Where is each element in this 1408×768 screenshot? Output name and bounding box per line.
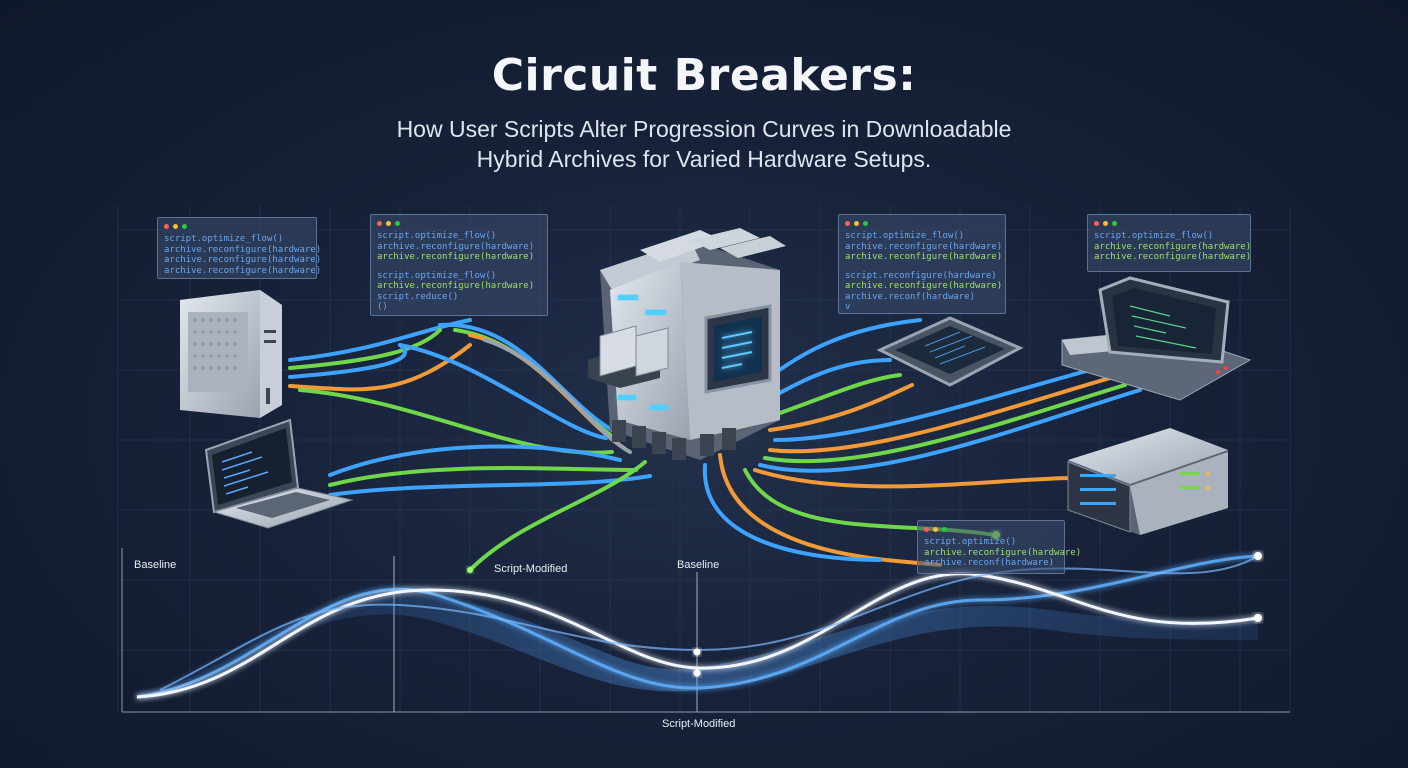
cables-left: [288, 318, 652, 572]
progression-chart: [121, 531, 1290, 713]
window-dots-icon: [377, 219, 541, 227]
rack-server-icon: [1067, 428, 1228, 535]
code-panel-2: script.optimize_flow() archive.reconfigu…: [370, 214, 548, 316]
page-subtitle: How User Scripts Alter Progression Curve…: [0, 114, 1408, 174]
code-line: script.optimize_flow(): [164, 234, 284, 244]
code-line: archive.reconfigure(hardware): [377, 241, 535, 252]
code-line: archive.reconfigure(hardware): [845, 252, 1003, 262]
curve-secondary: [159, 555, 1259, 691]
script-modified-label-mid: Script-Modified: [494, 563, 568, 575]
code-line: archive.reconfigure(hardware): [845, 241, 1003, 252]
tower-pc-icon: [180, 290, 282, 418]
curve-point: [693, 648, 701, 656]
code-line: archive.reconfigure(hardware): [845, 281, 1003, 291]
code-line: script.optimize_flow(): [845, 231, 965, 241]
code-panel-3: script.optimize_flow() archive.reconfigu…: [838, 214, 1006, 314]
code-line: script.optimize_flow(): [377, 231, 497, 241]
code-line: script.optimize_flow(): [1094, 231, 1214, 241]
curve-endpoint: [1254, 552, 1262, 560]
code-line: script.optimize_flow(): [377, 270, 497, 281]
subtitle-line-1: How User Scripts Alter Progression Curve…: [396, 116, 1012, 142]
window-dots-icon: [1094, 219, 1244, 227]
code-line: script.reconfigure(hardware): [845, 270, 997, 281]
window-dots-icon: [924, 525, 1058, 533]
code-line: archive.reconfigure(hardware): [377, 252, 535, 262]
window-dots-icon: [845, 219, 999, 227]
curve-endpoint: [1254, 614, 1262, 622]
curve-ribbon: [137, 594, 1258, 700]
tablet-dock-icon: [1061, 276, 1252, 401]
curve-white: [136, 572, 1259, 699]
code-line: (): [377, 302, 388, 312]
code-line: archive.reconfigure(hardware): [1094, 252, 1252, 262]
code-panel-1: script.optimize_flow() archive.reconfigu…: [157, 217, 322, 279]
code-line: archive.reconfigure(hardware): [164, 244, 322, 255]
baseline-label-mid: Baseline: [677, 559, 720, 571]
cables-right: [702, 318, 1142, 567]
subtitle-line-2: Hybrid Archives for Varied Hardware Setu…: [476, 146, 932, 172]
page-title: Circuit Breakers:: [491, 50, 917, 101]
circuit-breaker-icon: [588, 228, 786, 460]
code-line: script.reduce(): [377, 291, 459, 302]
curve-blue-glow: [136, 554, 1259, 699]
script-modified-axis-label: Script-Modified: [662, 718, 736, 730]
code-line: archive.reconfigure(hardware): [377, 281, 535, 291]
code-panel-5: script.optimize() archive.reconfigure(ha…: [917, 520, 1082, 574]
cable-end-glow: [467, 567, 473, 573]
curve-point: [693, 669, 701, 677]
code-panel-4: script.optimize_flow() archive.reconfigu…: [1087, 214, 1251, 272]
baseline-label-left: Baseline: [134, 559, 177, 571]
code-line: v: [845, 302, 851, 312]
code-line: archive.reconfigure(hardware): [164, 255, 322, 265]
code-line: archive.reconfigure(hardware): [924, 547, 1082, 558]
code-line: script.optimize(): [924, 537, 1017, 547]
tablet-icon: [876, 316, 1024, 387]
laptop-icon: [204, 418, 354, 529]
code-line: archive.reconf(hardware): [845, 291, 976, 302]
code-line: archive.reconf(hardware): [924, 558, 1055, 568]
code-line: archive.reconfigure(hardware): [1094, 241, 1252, 252]
window-dots-icon: [164, 222, 310, 230]
code-line: archive.reconfigure(hardware): [164, 265, 322, 276]
